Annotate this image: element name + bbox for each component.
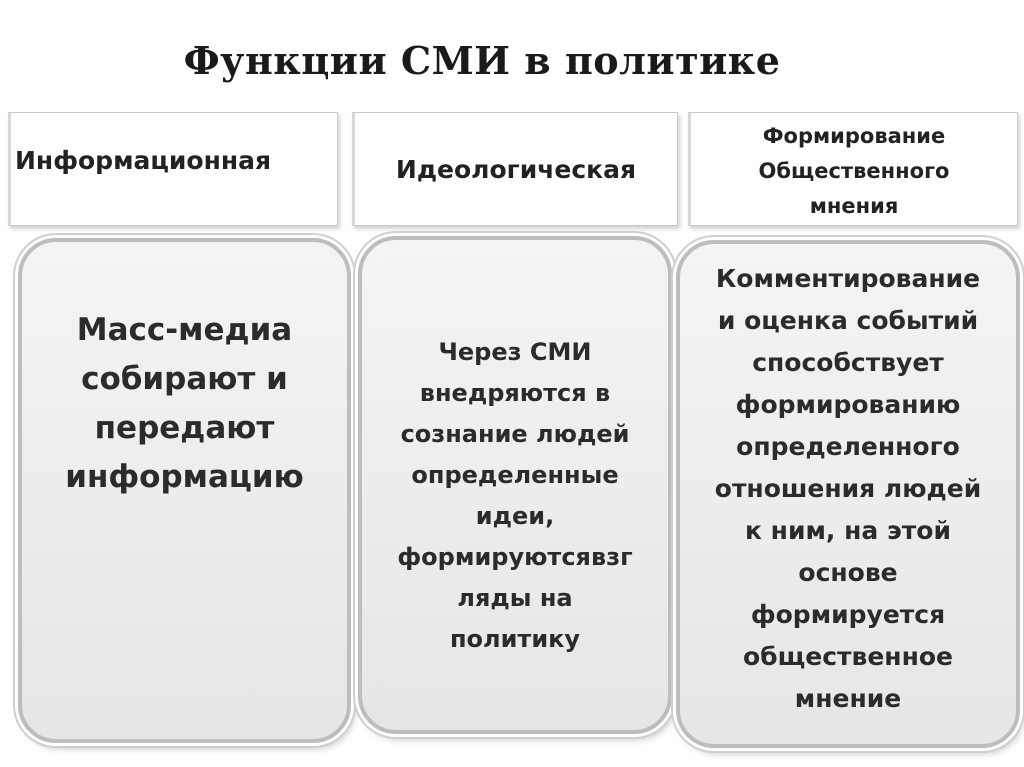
header-ideological-label: Идеологическая [395,154,637,184]
card-ideological-text: Через СМИ внедряются в сознание людей оп… [397,338,633,653]
card-informational: Масс-медиа собирают и передают информаци… [18,238,351,743]
card-informational-text: Масс-медиа собирают и передают информаци… [65,312,304,495]
header-public-opinion: Формирование Общественного мнения [688,112,1018,226]
page-title: Функции СМИ в политике [183,38,781,83]
header-informational: Информационная [8,112,338,226]
card-ideological: Через СМИ внедряются в сознание людей оп… [358,236,672,734]
header-public-opinion-label: Формирование Общественного мнения [758,123,950,218]
card-public-opinion-text: Комментирование и оценка событий способс… [714,264,982,713]
header-ideological: Идеологическая [352,112,678,226]
header-informational-label: Информационная [15,145,272,175]
card-public-opinion: Комментирование и оценка событий способс… [676,240,1020,748]
